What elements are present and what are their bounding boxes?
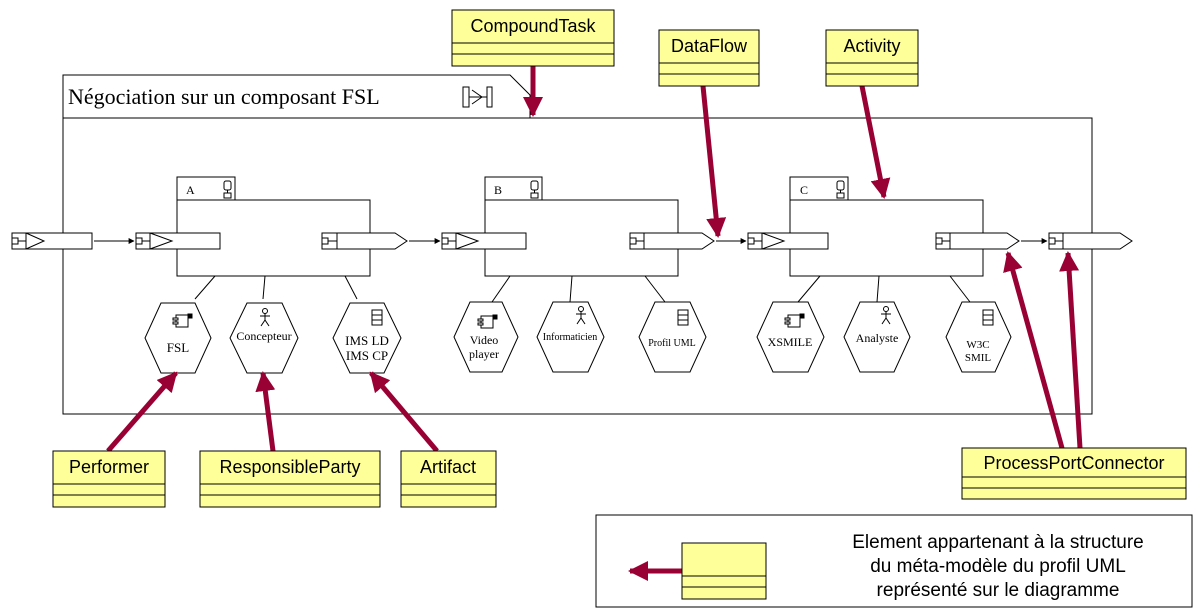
person-icon: [576, 306, 586, 325]
legend-line: représenté sur le diagramme: [876, 580, 1120, 601]
compound-task-stereotype-label: CompoundTask: [470, 16, 596, 36]
legend-line: Element appartenant à la structure: [852, 532, 1144, 553]
performer-stereotype[interactable]: [52, 450, 166, 508]
input-port-b[interactable]: [441, 232, 527, 250]
activity-c[interactable]: [789, 176, 984, 277]
legend-line: du méta-modèle du profil UML: [870, 556, 1126, 577]
data-flow-stereotype[interactable]: [658, 29, 760, 87]
responsible-party-node[interactable]: [843, 301, 911, 373]
activity-stereotype[interactable]: [825, 29, 919, 87]
compound-task-stereotype[interactable]: [451, 9, 615, 67]
document-icon: [677, 309, 689, 326]
artifact-label: IMS CP: [346, 348, 388, 363]
stereotype-arrows: [106, 66, 1083, 453]
artifact-node[interactable]: [638, 301, 707, 373]
performer-node[interactable]: [144, 302, 212, 374]
artifact-label: SMIL: [965, 352, 992, 364]
artifact-label: W3C: [966, 339, 989, 351]
activity-stereotype-label: Activity: [843, 36, 900, 56]
document-icon: [982, 309, 994, 326]
performer-icon: [784, 313, 805, 328]
responsible-party-label: Analyste: [856, 331, 899, 345]
input-port-a[interactable]: [135, 232, 221, 250]
performer-label: XSMILE: [768, 335, 813, 349]
responsible-party-label: Concepteur: [236, 329, 291, 343]
output-port-external[interactable]: [1048, 232, 1133, 250]
artifact-stereotype[interactable]: [400, 450, 497, 508]
responsible-party-stereotype[interactable]: [199, 450, 381, 508]
activity-b-label: B: [494, 183, 502, 197]
performer-label: FSL: [167, 340, 189, 355]
performer-icon: [172, 313, 193, 328]
responsible-party-node[interactable]: [229, 302, 299, 374]
responsible-party-label: Informaticien: [543, 332, 597, 343]
activity-a-label: A: [186, 183, 195, 197]
artifact-node[interactable]: [945, 301, 1012, 373]
output-port-c[interactable]: [935, 232, 1020, 250]
compound-task-icon: [462, 86, 493, 108]
artifact-label: IMS LD: [345, 333, 389, 348]
output-port-b[interactable]: [629, 232, 715, 250]
activity-icon: [530, 180, 539, 199]
artifact-stereotype-label: Artifact: [420, 457, 476, 477]
person-icon: [881, 306, 891, 325]
artifact-label: Profil UML: [648, 338, 696, 349]
legend-sample-stereotype: [681, 542, 767, 600]
activity-icon: [836, 180, 845, 199]
activity-b[interactable]: [484, 176, 679, 277]
output-port-a[interactable]: [321, 232, 408, 250]
process-port-connector-stereotype-label: ProcessPortConnector: [983, 453, 1164, 473]
data-flow-stereotype-label: DataFlow: [671, 36, 748, 56]
performer-label: player: [469, 347, 499, 361]
activity-icon: [223, 180, 232, 199]
input-port-external[interactable]: [11, 232, 93, 250]
responsible-party-node[interactable]: [536, 301, 605, 373]
performer-label: Video: [470, 333, 499, 347]
document-icon: [371, 309, 383, 326]
compound-task-frame: [62, 74, 1093, 415]
process-port-connector-stereotype[interactable]: [961, 447, 1187, 500]
performer-stereotype-label: Performer: [69, 457, 149, 477]
responsible-party-stereotype-label: ResponsibleParty: [219, 457, 360, 477]
activity-a[interactable]: [176, 176, 371, 277]
activity-c-label: C: [800, 183, 808, 197]
performer-node[interactable]: [453, 301, 519, 373]
input-port-c[interactable]: [747, 232, 829, 250]
performer-node[interactable]: [756, 301, 825, 373]
legend-text: Element appartenant à la structure du mé…: [800, 531, 1196, 607]
page-title: Négociation sur un composant FSL: [68, 84, 380, 109]
person-icon: [260, 308, 270, 327]
resource-links: [194, 275, 971, 303]
performer-icon: [477, 314, 498, 329]
